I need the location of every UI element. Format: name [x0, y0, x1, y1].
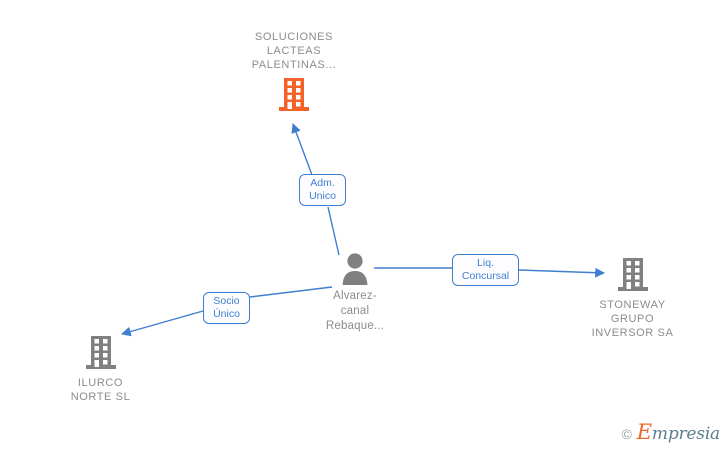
- node-stoneway[interactable]: STONEWAY GRUPO INVERSOR SA: [570, 256, 695, 340]
- relation-socio-unico[interactable]: Socio Único: [203, 292, 250, 324]
- relation-socio-unico-label: Socio Único: [213, 295, 240, 320]
- person-icon: [342, 253, 368, 285]
- relation-liq-concursal[interactable]: Liq. Concursal: [452, 254, 519, 286]
- edge-person-to-ilurco-head: [121, 310, 204, 337]
- relation-liq-concursal-label: Liq. Concursal: [461, 257, 510, 282]
- building-icon: [85, 336, 116, 369]
- relation-adm-unico-label: Adm. Unico: [309, 177, 336, 202]
- node-stoneway-label: STONEWAY GRUPO INVERSOR SA: [591, 299, 674, 339]
- watermark-empresia: © Empresia: [621, 422, 720, 444]
- node-person[interactable]: Alvarez- canal Rebaque...: [311, 252, 399, 334]
- edge-person-to-soluciones-head: [291, 123, 313, 176]
- building-icon: [279, 78, 309, 111]
- node-person-label: Alvarez- canal Rebaque...: [325, 290, 385, 332]
- brand-wordmark: Empresia: [637, 422, 720, 444]
- edge-person-to-soluciones: [327, 206, 340, 256]
- node-soluciones-lacteas-label: SOLUCIONES LACTEAS PALENTINAS...: [251, 31, 337, 71]
- node-ilurco[interactable]: ILURCO NORTE SL: [48, 334, 153, 404]
- brand-rest: mpresia: [651, 424, 720, 444]
- brand-initial: E: [636, 420, 652, 444]
- node-ilurco-label: ILURCO NORTE SL: [70, 377, 131, 403]
- relation-adm-unico[interactable]: Adm. Unico: [299, 174, 346, 206]
- node-soluciones-lacteas[interactable]: SOLUCIONES LACTEAS PALENTINAS...: [228, 30, 360, 114]
- copyright-icon: ©: [621, 425, 632, 442]
- building-icon: [617, 258, 648, 291]
